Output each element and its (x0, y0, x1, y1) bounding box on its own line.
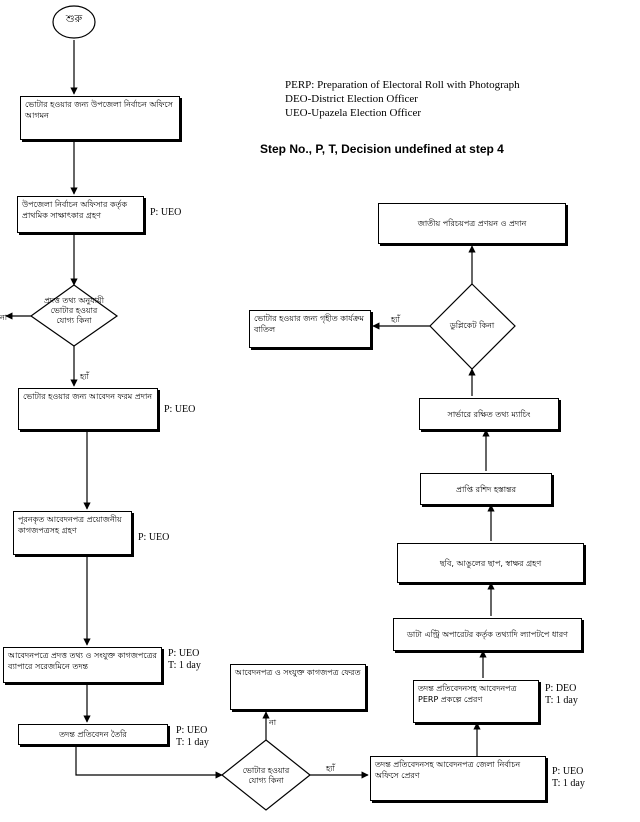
edge-label-yes-2: হ্যাঁ (326, 764, 335, 773)
step-receipt: প্রাপ্তি রশিদ হস্তান্তর (420, 473, 552, 505)
step-field-investigation: আবেদনপত্রে প্রদত্ত তথ্য ও সংযুক্ত কাগজপত… (3, 647, 162, 683)
step-biometrics: ছবি, আঙুলের ছাপ, স্বাক্ষর গ্রহণ (397, 543, 584, 583)
step-send-district: তদন্ত প্রতিবেদনসহ আবেদনপত্র জেলা নির্বাচ… (370, 756, 546, 801)
decision-eligible-final: ভোটার হওয়ার যোগ্য কিনা (242, 766, 290, 785)
edge-label-no-2: না (269, 718, 277, 727)
step-arrival: ভোটার হওয়ার জন্য উপজেলা নির্বাচন অফিসে … (20, 96, 180, 140)
decision-eligible-info: প্রদত্ত তথ্য অনুযায়ী ভোটার হওয়ার যোগ্য… (43, 296, 105, 325)
step-cancel-process: ভোটার হওয়ার জন্য গৃহীত কার্যক্রম বাতিল (249, 310, 371, 348)
step-form-receive: পূরনকৃত আবেদনপত্র প্রয়োজনীয় কাগজপত্রসহ… (13, 511, 132, 555)
legend-perp: PERP: Preparation of Electoral Roll with… (285, 79, 520, 91)
label-s3: P: UEO (164, 404, 196, 415)
decision-1-shape (29, 284, 119, 347)
label-s7: P: UEO T: 1 day (552, 766, 585, 789)
label-s2: P: UEO (150, 207, 182, 218)
edge-label-yes-3: হ্যাঁ (391, 315, 400, 324)
edge-label-yes-1: হ্যাঁ (80, 372, 89, 381)
step-server-matching: সার্ভারে রক্ষিত তথ্য ম্যাচিং (419, 398, 559, 430)
label-s6: P: UEO T: 1 day (176, 725, 209, 748)
edge-s6-d2 (75, 745, 223, 779)
legend-ueo: UEO-Upazela Election Officer (285, 107, 422, 119)
label-s5: P: UEO T: 1 day (168, 648, 201, 671)
start-shape (52, 5, 96, 39)
decision-2-shape (221, 739, 311, 811)
edge-label-no-1: না (0, 313, 8, 322)
step-form-provide: ভোটার হওয়ার জন্য আবেদন ফরম প্রদান (18, 388, 158, 430)
start-node: শুরু (65, 14, 83, 25)
step-nid-issue: জাতীয় পরিচয়পত্র প্রণয়ন ও প্রদান (378, 203, 566, 244)
step-initial-interview: উপজেলা নির্বাচন অফিসার কর্তৃক প্রাথমিক স… (17, 196, 144, 233)
decision-3-shape (429, 283, 516, 370)
legend-deo: DEO-District Election Officer (285, 93, 418, 105)
step-send-perp: তদন্ত প্রতিবেদনসহ আবেদনপত্র PERP প্রকল্প… (413, 680, 539, 723)
decision-duplicate: ডুপ্লিকেট কিনা (449, 321, 495, 330)
label-s8: P: DEO T: 1 day (545, 683, 578, 706)
step-data-entry: ডাটা এন্ট্রি অপারেটর কর্তৃক তথ্যাদি ল্যা… (393, 618, 582, 651)
diagram-heading: Step No., P, T, Decision undefined at st… (260, 142, 504, 156)
step-return-application: আবেদনপত্র ও সংযুক্ত কাগজপত্র ফেরত (230, 664, 366, 710)
step-report-prepare: তদন্ত প্রতিবেদন তৈরি (18, 724, 168, 745)
legend: PERP: Preparation of Electoral Roll with… (285, 78, 520, 120)
label-s4: P: UEO (138, 532, 170, 543)
